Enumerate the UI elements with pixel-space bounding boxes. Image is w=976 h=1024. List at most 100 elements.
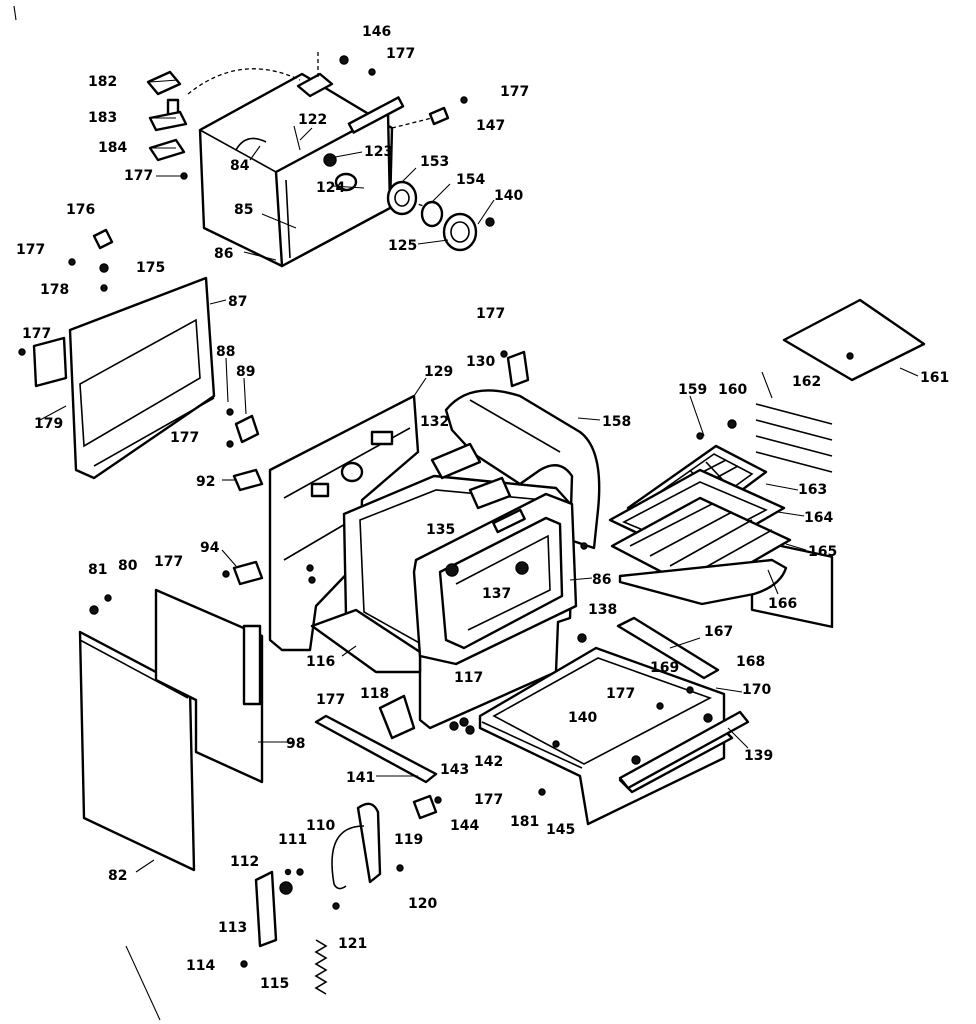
- label-114: 114: [186, 958, 215, 974]
- label-138: 138: [588, 602, 617, 618]
- label-112: 112: [230, 854, 259, 870]
- label-132: 132: [420, 414, 449, 430]
- label-177: 177: [154, 554, 183, 570]
- label-130: 130: [466, 354, 495, 370]
- label-160: 160: [718, 382, 747, 398]
- label-144: 144: [450, 818, 479, 834]
- label-168: 168: [736, 654, 765, 670]
- label-177: 177: [124, 168, 153, 184]
- label-113: 113: [218, 920, 247, 936]
- side-panel-82: [78, 630, 196, 872]
- label-143: 143: [440, 762, 469, 778]
- label-177: 177: [476, 306, 505, 322]
- rack-support-166: [618, 558, 788, 606]
- drawer-rail-170: [618, 710, 750, 790]
- label-82: 82: [108, 868, 127, 884]
- label-165: 165: [808, 544, 837, 560]
- label-159: 159: [678, 382, 707, 398]
- label-121: 121: [338, 936, 367, 952]
- label-85: 85: [234, 202, 253, 218]
- label-139: 169: [650, 660, 679, 676]
- label-87: 87: [228, 294, 247, 310]
- label-177: 177: [500, 84, 529, 100]
- label-178: 178: [40, 282, 69, 298]
- label-84: 84: [230, 158, 250, 174]
- label-177: 177: [22, 326, 51, 342]
- label-111: 111: [278, 832, 307, 848]
- label-129: 129: [424, 364, 453, 380]
- oven-liner: [187, 52, 441, 268]
- hinge-bracket-parts: [68, 55, 468, 292]
- label-176: 176: [66, 202, 95, 218]
- label-181: 181: [510, 814, 539, 830]
- label-86: 86: [214, 246, 233, 262]
- label-166: 166: [768, 596, 797, 612]
- label-158: 158: [602, 414, 631, 430]
- label-119: 119: [394, 832, 423, 848]
- label-115: 115: [260, 976, 289, 992]
- label-141: 117: [454, 670, 483, 686]
- label-124: 124: [316, 180, 345, 196]
- label-117: 118: [360, 686, 389, 702]
- stray-marks: [13, 5, 161, 1021]
- vent-duct: [444, 389, 601, 550]
- label-170: 139: [744, 748, 773, 764]
- label-89: 89: [236, 364, 255, 380]
- label-80: 80: [118, 558, 138, 574]
- leveling-leg-144: [412, 794, 438, 820]
- vent-tab-130: [500, 350, 530, 388]
- leader-lines: [39, 79, 919, 873]
- label-140: 140: [568, 710, 597, 726]
- hinge-arm-119: [331, 802, 404, 910]
- label-177: 177: [170, 430, 199, 446]
- label-137: 137: [482, 586, 511, 602]
- label-110: 110: [306, 818, 335, 834]
- label-169: 170: [742, 682, 771, 698]
- side-panel-98: [89, 588, 264, 784]
- label-135: 135: [426, 522, 455, 538]
- label-177: 177: [606, 686, 635, 702]
- side-panel-left: [18, 276, 264, 586]
- label-164: 164: [804, 510, 833, 526]
- label-175: 175: [136, 260, 165, 276]
- label-145: 145: [546, 822, 575, 838]
- label-167: 167: [704, 624, 733, 640]
- label-88: 88: [216, 344, 235, 360]
- label-123: 123: [364, 144, 393, 160]
- label-162: 162: [792, 374, 821, 390]
- part-labels: 146 177 182 183 184 122 123 84 153 154 1…: [16, 24, 949, 992]
- label-140: 140: [494, 188, 523, 204]
- label-122: 122: [298, 112, 327, 128]
- label-116: 116: [306, 654, 335, 670]
- label-86: 86: [592, 572, 611, 588]
- label-147: 147: [476, 118, 505, 134]
- drawer-rail-167: [616, 616, 720, 680]
- oven-door: [412, 492, 578, 666]
- label-184: 184: [98, 140, 127, 156]
- label-142: 142: [474, 754, 503, 770]
- door-spring-115: [240, 939, 328, 995]
- label-177: 177: [16, 242, 45, 258]
- label-154: 154: [456, 172, 485, 188]
- label-118: 141: [346, 770, 375, 786]
- label-125: 125: [388, 238, 417, 254]
- label-98: 98: [286, 736, 305, 752]
- label-161: 161: [920, 370, 949, 386]
- label-146: 146: [362, 24, 391, 40]
- label-94: 94: [200, 540, 220, 556]
- label-177: 177: [386, 46, 415, 62]
- label-153: 153: [420, 154, 449, 170]
- label-92: 92: [196, 474, 215, 490]
- label-182: 182: [88, 74, 117, 90]
- label-120: 120: [408, 896, 437, 912]
- label-183: 183: [88, 110, 117, 126]
- label-179: 179: [34, 416, 63, 432]
- label-177: 177: [316, 692, 345, 708]
- door-hinge-113: [254, 868, 304, 948]
- drawer-rail-116-118: [314, 633, 713, 804]
- label-177: 177: [474, 792, 503, 808]
- top-vent-grille: [430, 442, 512, 510]
- label-81: 81: [88, 562, 107, 578]
- label-163: 163: [798, 482, 827, 498]
